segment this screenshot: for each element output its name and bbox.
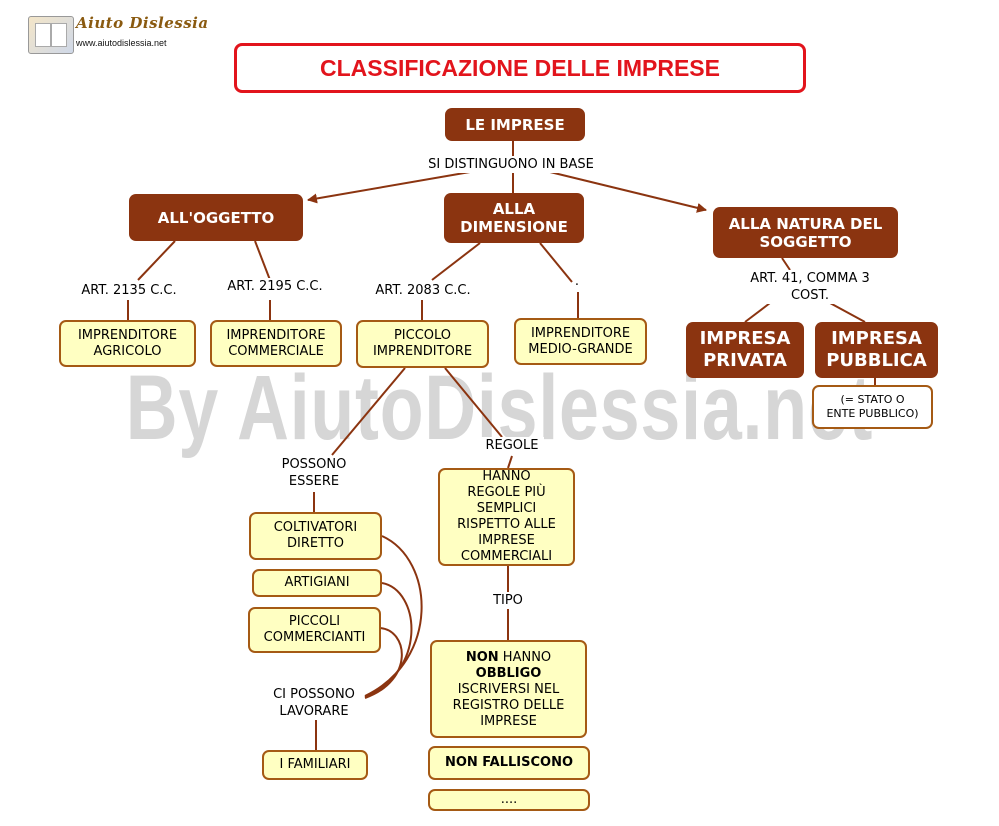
label-ci-possono: CI POSSONO LAVORARE bbox=[273, 687, 355, 719]
label-si-distinguono: SI DISTINGUONO IN BASE bbox=[413, 156, 609, 173]
node-coltivatori: COLTIVATORI DIRETTO bbox=[249, 512, 382, 560]
node-obbligo: NON HANNO OBBLIGO ISCRIVERSI NEL REGISTR… bbox=[430, 640, 587, 738]
link-commercianti-ci bbox=[364, 627, 403, 699]
node-regole-semplici: HANNO REGOLE PIÙ SEMPLICI RISPETTO ALLE … bbox=[438, 468, 575, 566]
label-art2083: ART. 2083 C.C. bbox=[366, 282, 480, 299]
link-art41-privata bbox=[744, 302, 771, 323]
node-imprenditore-commerciale: IMPRENDITORE COMMERCIALE bbox=[210, 320, 342, 367]
link-oggetto-art2135 bbox=[137, 240, 176, 281]
link-natura-art41 bbox=[781, 257, 791, 271]
label-possono-essere: POSSONO ESSERE bbox=[272, 456, 356, 490]
node-piccolo-imprenditore: PICCOLO IMPRENDITORE bbox=[356, 320, 489, 368]
obbligo-rest: ISCRIVERSI NEL REGISTRO DELLE IMPRESE bbox=[452, 682, 565, 729]
link-label-natura bbox=[549, 171, 707, 213]
link-dimensione-dot bbox=[539, 242, 573, 283]
obbligo-obbligo: OBBLIGO bbox=[475, 666, 542, 681]
node-piccoli-commercianti: PICCOLI COMMERCIANTI bbox=[248, 607, 381, 653]
link-dimensione-art2083 bbox=[431, 242, 481, 281]
node-impresa-privata: IMPRESA PRIVATA bbox=[686, 322, 804, 378]
link-piccolo-possono bbox=[331, 367, 406, 456]
label-art2195: ART. 2195 C.C. bbox=[218, 278, 332, 295]
link-label-oggetto bbox=[307, 171, 471, 204]
node-imprenditore-mediogrande: IMPRENDITORE MEDIO-GRANDE bbox=[514, 318, 647, 365]
logo-icon bbox=[28, 16, 74, 54]
link-piccolo-regole bbox=[444, 367, 503, 438]
page-title: CLASSIFICAZIONE DELLE IMPRESE bbox=[234, 43, 806, 93]
link-regole-hanno bbox=[507, 455, 513, 469]
link-oggetto-art2195 bbox=[254, 240, 271, 281]
link-artigiani-ci bbox=[364, 582, 413, 698]
node-artigiani: ARTIGIANI bbox=[252, 569, 382, 597]
label-dot: . bbox=[574, 274, 580, 289]
label-regole: REGOLE bbox=[480, 437, 544, 454]
node-oggetto: ALL'OGGETTO bbox=[129, 194, 303, 241]
node-dots: .... bbox=[428, 789, 590, 811]
link-art41-pubblica bbox=[829, 302, 866, 323]
node-natura: ALLA NATURA DEL SOGGETTO bbox=[713, 207, 898, 258]
node-imprenditore-agricolo: IMPRENDITORE AGRICOLO bbox=[59, 320, 196, 367]
label-art2135: ART. 2135 C.C. bbox=[70, 282, 188, 299]
node-stato-ente: (= STATO O ENTE PUBBLICO) bbox=[812, 385, 933, 429]
logo-url: www.aiutodislessia.net bbox=[76, 38, 167, 48]
obbligo-non: NON bbox=[465, 650, 499, 665]
label-art41: ART. 41, COMMA 3 COST. bbox=[738, 270, 882, 304]
node-non-falliscono: NON FALLISCONO bbox=[428, 746, 590, 780]
logo-name: Aiuto Dislessia bbox=[76, 14, 209, 32]
node-le-imprese: LE IMPRESE bbox=[445, 108, 585, 141]
obbligo-hanno: HANNO bbox=[502, 650, 552, 665]
node-familiari: I FAMILIARI bbox=[262, 750, 368, 780]
label-tipo: TIPO bbox=[484, 592, 532, 609]
node-impresa-pubblica: IMPRESA PUBBLICA bbox=[815, 322, 938, 378]
node-dimensione: ALLA DIMENSIONE bbox=[444, 193, 584, 243]
